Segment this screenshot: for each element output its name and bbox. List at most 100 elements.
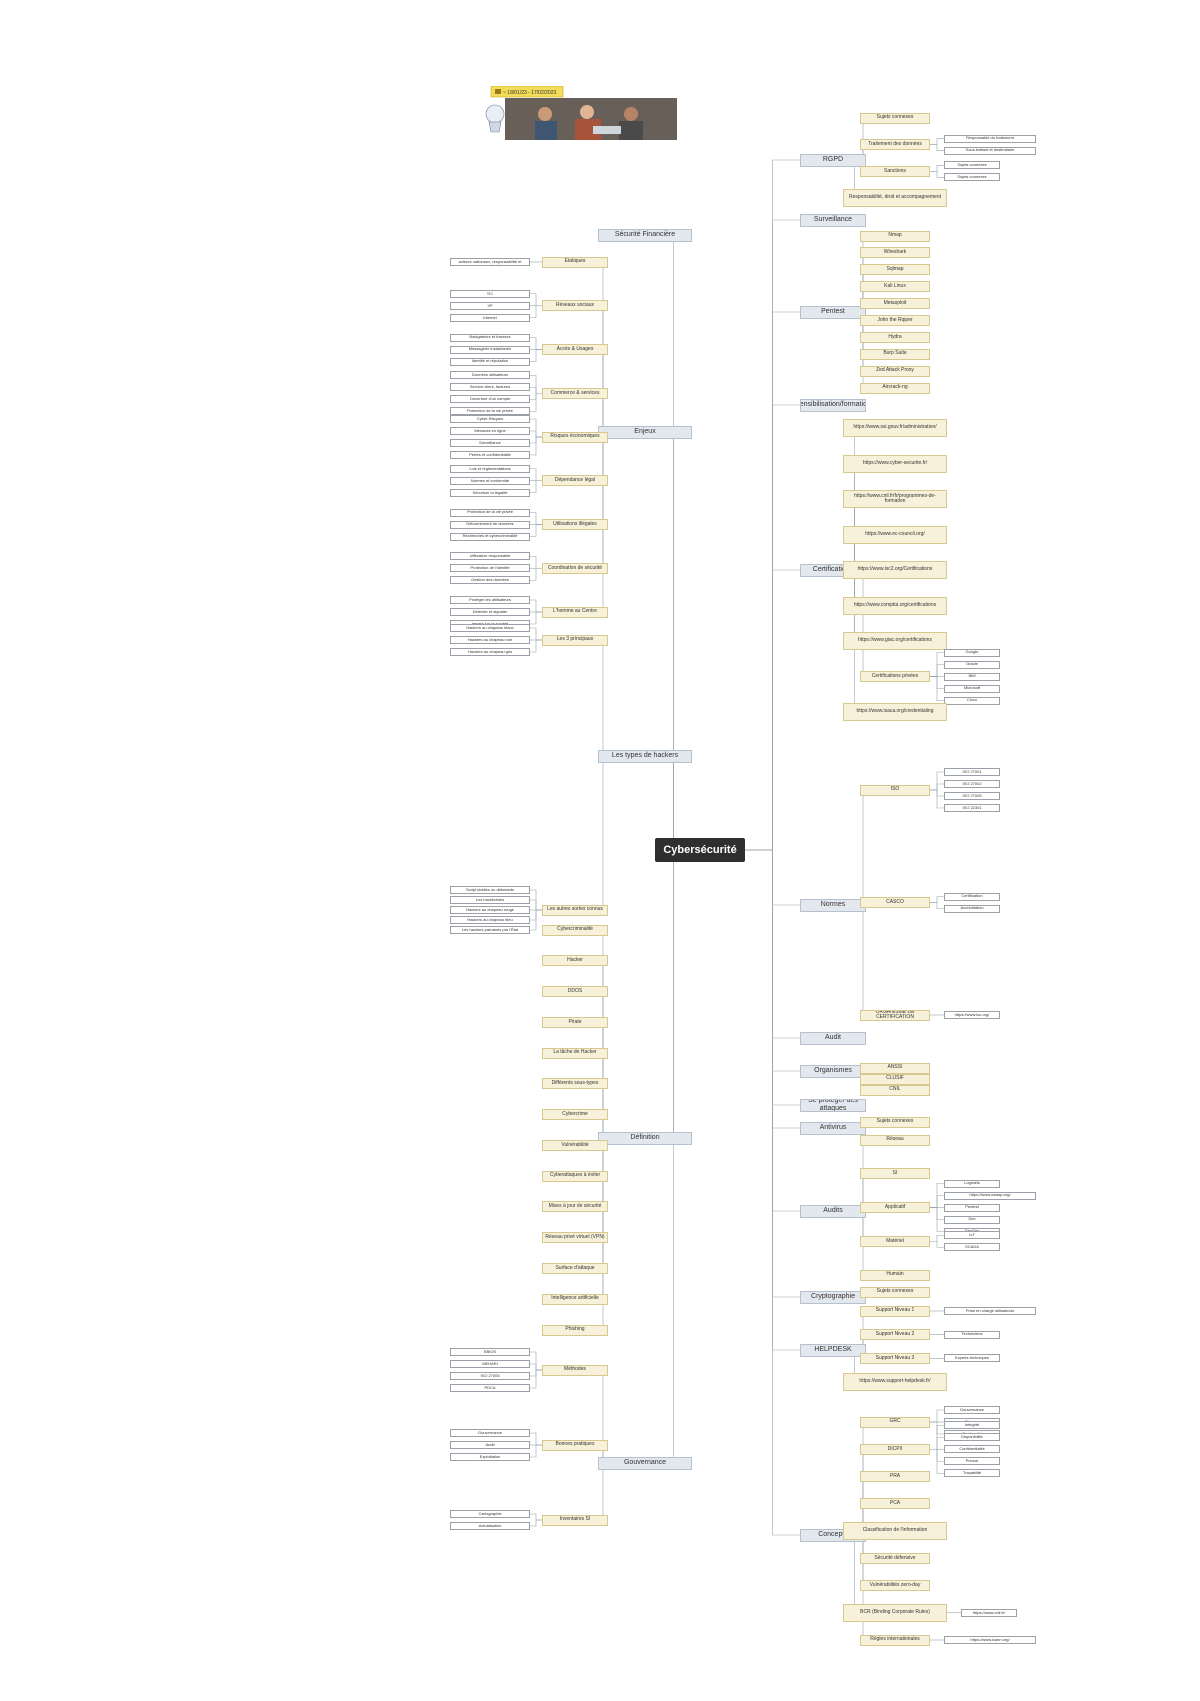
leaf-actualisation[interactable]: Actualisation xyxy=(450,1522,530,1530)
sub-topic-certifications-privees[interactable]: Certifications privées xyxy=(860,671,930,682)
leaf-dev[interactable]: Dev xyxy=(944,1216,1000,1224)
sub-topic-https-www-cnil-fr-fr-programmes-de-forma[interactable]: https://www.cnil.fr/fr/programmes-de-for… xyxy=(843,490,947,508)
leaf-utilisateur-responsable[interactable]: Utilisateur responsable xyxy=(450,552,530,560)
sub-topic-risques-economiques[interactable]: Risques économiques xyxy=(542,432,608,443)
sub-topic-anssi[interactable]: ANSSI xyxy=(860,1063,930,1074)
sub-topic-cybercriminalite[interactable]: Cybercriminalité xyxy=(542,925,608,936)
leaf-experts-techniques[interactable]: Experts techniques xyxy=(944,1354,1000,1362)
leaf-hackers-au-chapeau-gris[interactable]: Hackers au chapeau gris xyxy=(450,648,530,656)
sub-topic-aircrack-ng[interactable]: Aircrack-ng xyxy=(860,383,930,394)
sub-topic-https-www-comptia-org-certifications[interactable]: https://www.comptia.org/certifications xyxy=(843,597,947,615)
leaf-ibm[interactable]: IBM xyxy=(944,673,1000,681)
main-topic-surveillance[interactable]: Surveillance xyxy=(800,214,866,227)
leaf-iso-22301[interactable]: ISO 22301 xyxy=(944,804,1000,812)
leaf-iso-27001[interactable]: ISO 27001 xyxy=(944,768,1000,776)
main-topic-definition[interactable]: Définition xyxy=(598,1132,692,1145)
sub-topic-https-www-ssi-gouv-fr-administration[interactable]: https://www.ssi.gouv.fr/administration/ xyxy=(843,419,947,437)
sub-topic-differents-sous-types[interactable]: Différents sous-types xyxy=(542,1078,608,1089)
sub-topic-materiel[interactable]: Matériel xyxy=(860,1236,930,1247)
main-topic-cryptographie[interactable]: Cryptographie xyxy=(800,1291,866,1304)
leaf-hackers-au-chapeau-noir[interactable]: Hackers au chapeau noir xyxy=(450,636,530,644)
leaf-recherches-et-cybercriminalite[interactable]: Recherches et cybercriminalité xyxy=(450,533,530,541)
leaf-lois-et-reglementations[interactable]: Lois et réglementations xyxy=(450,465,530,473)
sub-topic-la-tache-de-hacker[interactable]: La tâche de Hacker xyxy=(542,1048,608,1059)
sub-topic-iso[interactable]: ISO xyxy=(860,785,930,796)
leaf-https-www-iso-org[interactable]: https://www.iso.org/ xyxy=(944,1011,1000,1019)
sub-topic-wireshark[interactable]: Wireshark xyxy=(860,247,930,258)
main-topic-pentest[interactable]: Pentest xyxy=(800,306,866,319)
sub-topic-les-3-principaux[interactable]: Les 3 principaux xyxy=(542,635,608,646)
leaf-iot[interactable]: IoT xyxy=(944,1231,1000,1239)
sub-topic-casco[interactable]: CASCO xyxy=(860,897,930,908)
sub-topic-cybercrime[interactable]: Cybercrime xyxy=(542,1109,608,1120)
sub-topic-https-www-cyber-securite-fr[interactable]: https://www.cyber-securite.fr/ xyxy=(843,455,947,473)
leaf-proteger-les-utilisateurs[interactable]: Protéger les utilisateurs xyxy=(450,596,530,604)
sub-topic-utilisations-illegales[interactable]: Utilisations illégales xyxy=(542,519,608,530)
leaf-techniciens[interactable]: Techniciens xyxy=(944,1331,1000,1339)
main-topic-normes[interactable]: Normes xyxy=(800,899,866,912)
sub-topic-john-the-ripper[interactable]: John the Ripper xyxy=(860,315,930,326)
sub-topic-hacker[interactable]: Hacker xyxy=(542,955,608,966)
sub-topic-cyberattaques-a-eviter[interactable]: Cyberattaques à éviter xyxy=(542,1171,608,1182)
sub-topic-humain[interactable]: Humain xyxy=(860,1270,930,1281)
sub-topic-sanctions[interactable]: Sanctions xyxy=(860,166,930,177)
leaf-mehari[interactable]: MEHARI xyxy=(450,1360,530,1368)
leaf-tracabilite[interactable]: Traçabilité xyxy=(944,1469,1000,1477)
main-topic-les-types-de-hackers[interactable]: Les types de hackers xyxy=(598,750,692,763)
sub-topic-dicp-i[interactable]: DICP/I xyxy=(860,1444,930,1455)
root-node-cybersecurite[interactable]: Cybersécurité xyxy=(655,838,745,862)
leaf-cyber-risques[interactable]: Cyber-Risques xyxy=(450,415,530,423)
sub-topic-organisme-de-certification[interactable]: ORGANISME DE CERTIFICATION xyxy=(860,1010,930,1021)
main-topic-rgpd[interactable]: RGPD xyxy=(800,154,866,167)
sub-topic-les-autres-sortes-connus[interactable]: Les autres sortes connus xyxy=(542,905,608,916)
leaf-messagerie-instantanee[interactable]: Messagerie instantanée xyxy=(450,346,530,354)
sub-topic-pca[interactable]: PCA xyxy=(860,1498,930,1509)
leaf-navigateurs-et-traceurs[interactable]: Navigateurs et traceurs xyxy=(450,334,530,342)
leaf-surveillance[interactable]: Surveillance xyxy=(450,439,530,447)
sub-topic-pra[interactable]: PRA xyxy=(860,1471,930,1482)
sub-topic-nmap[interactable]: Nmap xyxy=(860,231,930,242)
sub-topic-applicatif[interactable]: Applicatif xyxy=(860,1202,930,1213)
sub-topic-pirate[interactable]: Pirate xyxy=(542,1017,608,1028)
leaf-oracle[interactable]: Oracle xyxy=(944,661,1000,669)
sub-topic-zed-attack-proxy[interactable]: Zed Attack Proxy xyxy=(860,366,930,377)
sub-topic-https-www-support-helpdesk-fr[interactable]: https://www.support-helpdesk.fr/ xyxy=(843,1373,947,1391)
main-topic-sensibilisation-formation[interactable]: Sensibilisation/formation xyxy=(800,399,866,412)
leaf-hackers-au-chapeau-blanc[interactable]: Hackers au chapeau blanc xyxy=(450,624,530,632)
sub-topic-securite-defensive[interactable]: Sécurité défensive xyxy=(860,1553,930,1564)
main-topic-helpdesk[interactable]: HELPDESK xyxy=(800,1344,866,1357)
sub-topic-mises-a-jour-de-securite[interactable]: Mises à jour de sécurité xyxy=(542,1201,608,1212)
leaf-gouvernance[interactable]: Gouvernance xyxy=(450,1429,530,1437)
sub-topic-classification-de-l-information[interactable]: Classification de l'information xyxy=(843,1522,947,1540)
sub-topic-acces-usages[interactable]: Accès & Usages xyxy=(542,344,608,355)
sub-topic-surface-d-attaque[interactable]: Surface d'attaque xyxy=(542,1263,608,1274)
leaf-hackers-au-chapeau-bleu[interactable]: Hackers au chapeau bleu xyxy=(450,916,530,924)
leaf-tic[interactable]: TIC xyxy=(450,290,530,298)
sub-topic-https-www-isc2-org-certifications[interactable]: https://www.isc2.org/Certifications xyxy=(843,561,947,579)
leaf-scada[interactable]: SCADA xyxy=(944,1243,1000,1251)
sub-topic-burp-suite[interactable]: Burp Suite xyxy=(860,349,930,360)
leaf-microsoft[interactable]: Microsoft xyxy=(944,685,1000,693)
sub-topic-https-www-giac-org-certifications[interactable]: https://www.giac.org/certifications xyxy=(843,632,947,650)
sub-topic-vulnerabilite[interactable]: Vulnérabilité xyxy=(542,1140,608,1151)
sub-topic-methodes[interactable]: Méthodes xyxy=(542,1365,608,1376)
sub-topic-si[interactable]: SI xyxy=(860,1168,930,1179)
main-topic-se-proteger-des-attaques[interactable]: Se protéger des attaques xyxy=(800,1099,866,1112)
sub-topic-reseau[interactable]: Réseau xyxy=(860,1135,930,1146)
leaf-gouvernance[interactable]: Gouvernance xyxy=(944,1406,1000,1414)
sub-topic-kali-linux[interactable]: Kali Linux xyxy=(860,281,930,292)
sub-topic-phishing[interactable]: Phishing xyxy=(542,1325,608,1336)
leaf-pentest[interactable]: Pentest xyxy=(944,1204,1000,1212)
sub-topic-responsabilite-droit-et-accompagnement[interactable]: Responsabilité, droit et accompagnement xyxy=(843,189,947,207)
leaf-responsable-du-traitement[interactable]: Responsable du traitement xyxy=(944,135,1036,143)
leaf-https-www-cnil-fr[interactable]: https://www.cnil.fr/ xyxy=(961,1609,1017,1617)
sub-topic-support-niveau-2[interactable]: Support Niveau 2 xyxy=(860,1329,930,1340)
sub-topic-sujets-connexes[interactable]: Sujets connexes xyxy=(860,1117,930,1128)
sub-topic-ddos[interactable]: DDOS xyxy=(542,986,608,997)
leaf-https-www-owasp-org[interactable]: https://www.owasp.org/ xyxy=(944,1192,1036,1200)
leaf-sous-traitant-et-destinataire[interactable]: Sous-traitant et destinataire xyxy=(944,147,1036,155)
leaf-protection-de-l-identite[interactable]: Protection de l'identité xyxy=(450,564,530,572)
sub-topic-etatiques[interactable]: Etatiques xyxy=(542,257,608,268)
sub-topic-reseau-prive-virtuel-vpn[interactable]: Réseau privé virtuel (VPN) xyxy=(542,1232,608,1243)
leaf-iso-27005[interactable]: ISO 27005 xyxy=(944,792,1000,800)
